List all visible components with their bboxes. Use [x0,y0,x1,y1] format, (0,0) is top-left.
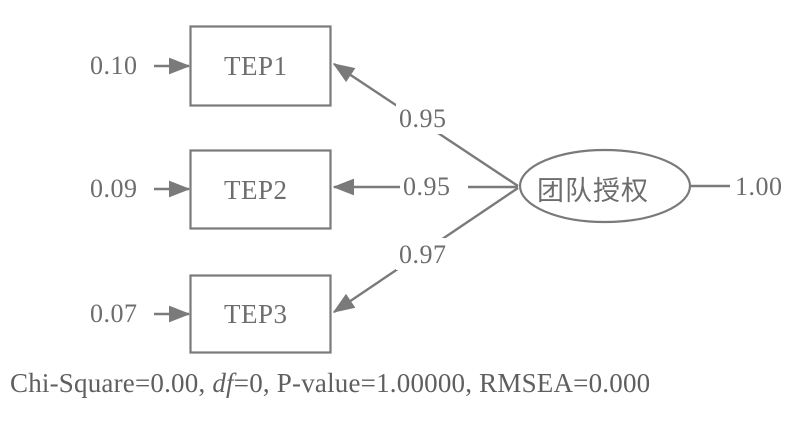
latent-variance-value: 1.00 [735,172,783,201]
observed-label-tep2: TEP2 [224,175,288,205]
observed-label-tep1: TEP1 [224,51,288,81]
observed-box-tep2 [189,149,332,230]
latent-label-team-empowerment: 团队授权 [537,176,649,207]
error-variance-tep1: 0.10 [90,51,138,80]
loading-value-tep2: 0.95 [403,172,451,201]
fit-df-value: =0, [233,368,277,398]
fit-rmsea: RMSEA=0.000 [479,368,651,398]
loading-value-tep1: 0.95 [399,104,447,133]
fit-df-symbol: df [212,368,234,398]
observed-box-tep1 [189,25,332,107]
model-fit-statistics: Chi-Square=0.00, df=0, P-value=1.00000, … [10,368,650,399]
observed-label-tep3: TEP3 [224,299,288,329]
observed-box-tep3 [189,274,332,354]
error-variance-tep2: 0.09 [90,174,138,203]
error-variance-tep3: 0.07 [90,299,138,328]
loading-value-tep3: 0.97 [399,240,447,269]
fit-chi-square: Chi-Square=0.00, [10,368,213,398]
fit-p-value: P-value=1.00000, [276,368,480,398]
